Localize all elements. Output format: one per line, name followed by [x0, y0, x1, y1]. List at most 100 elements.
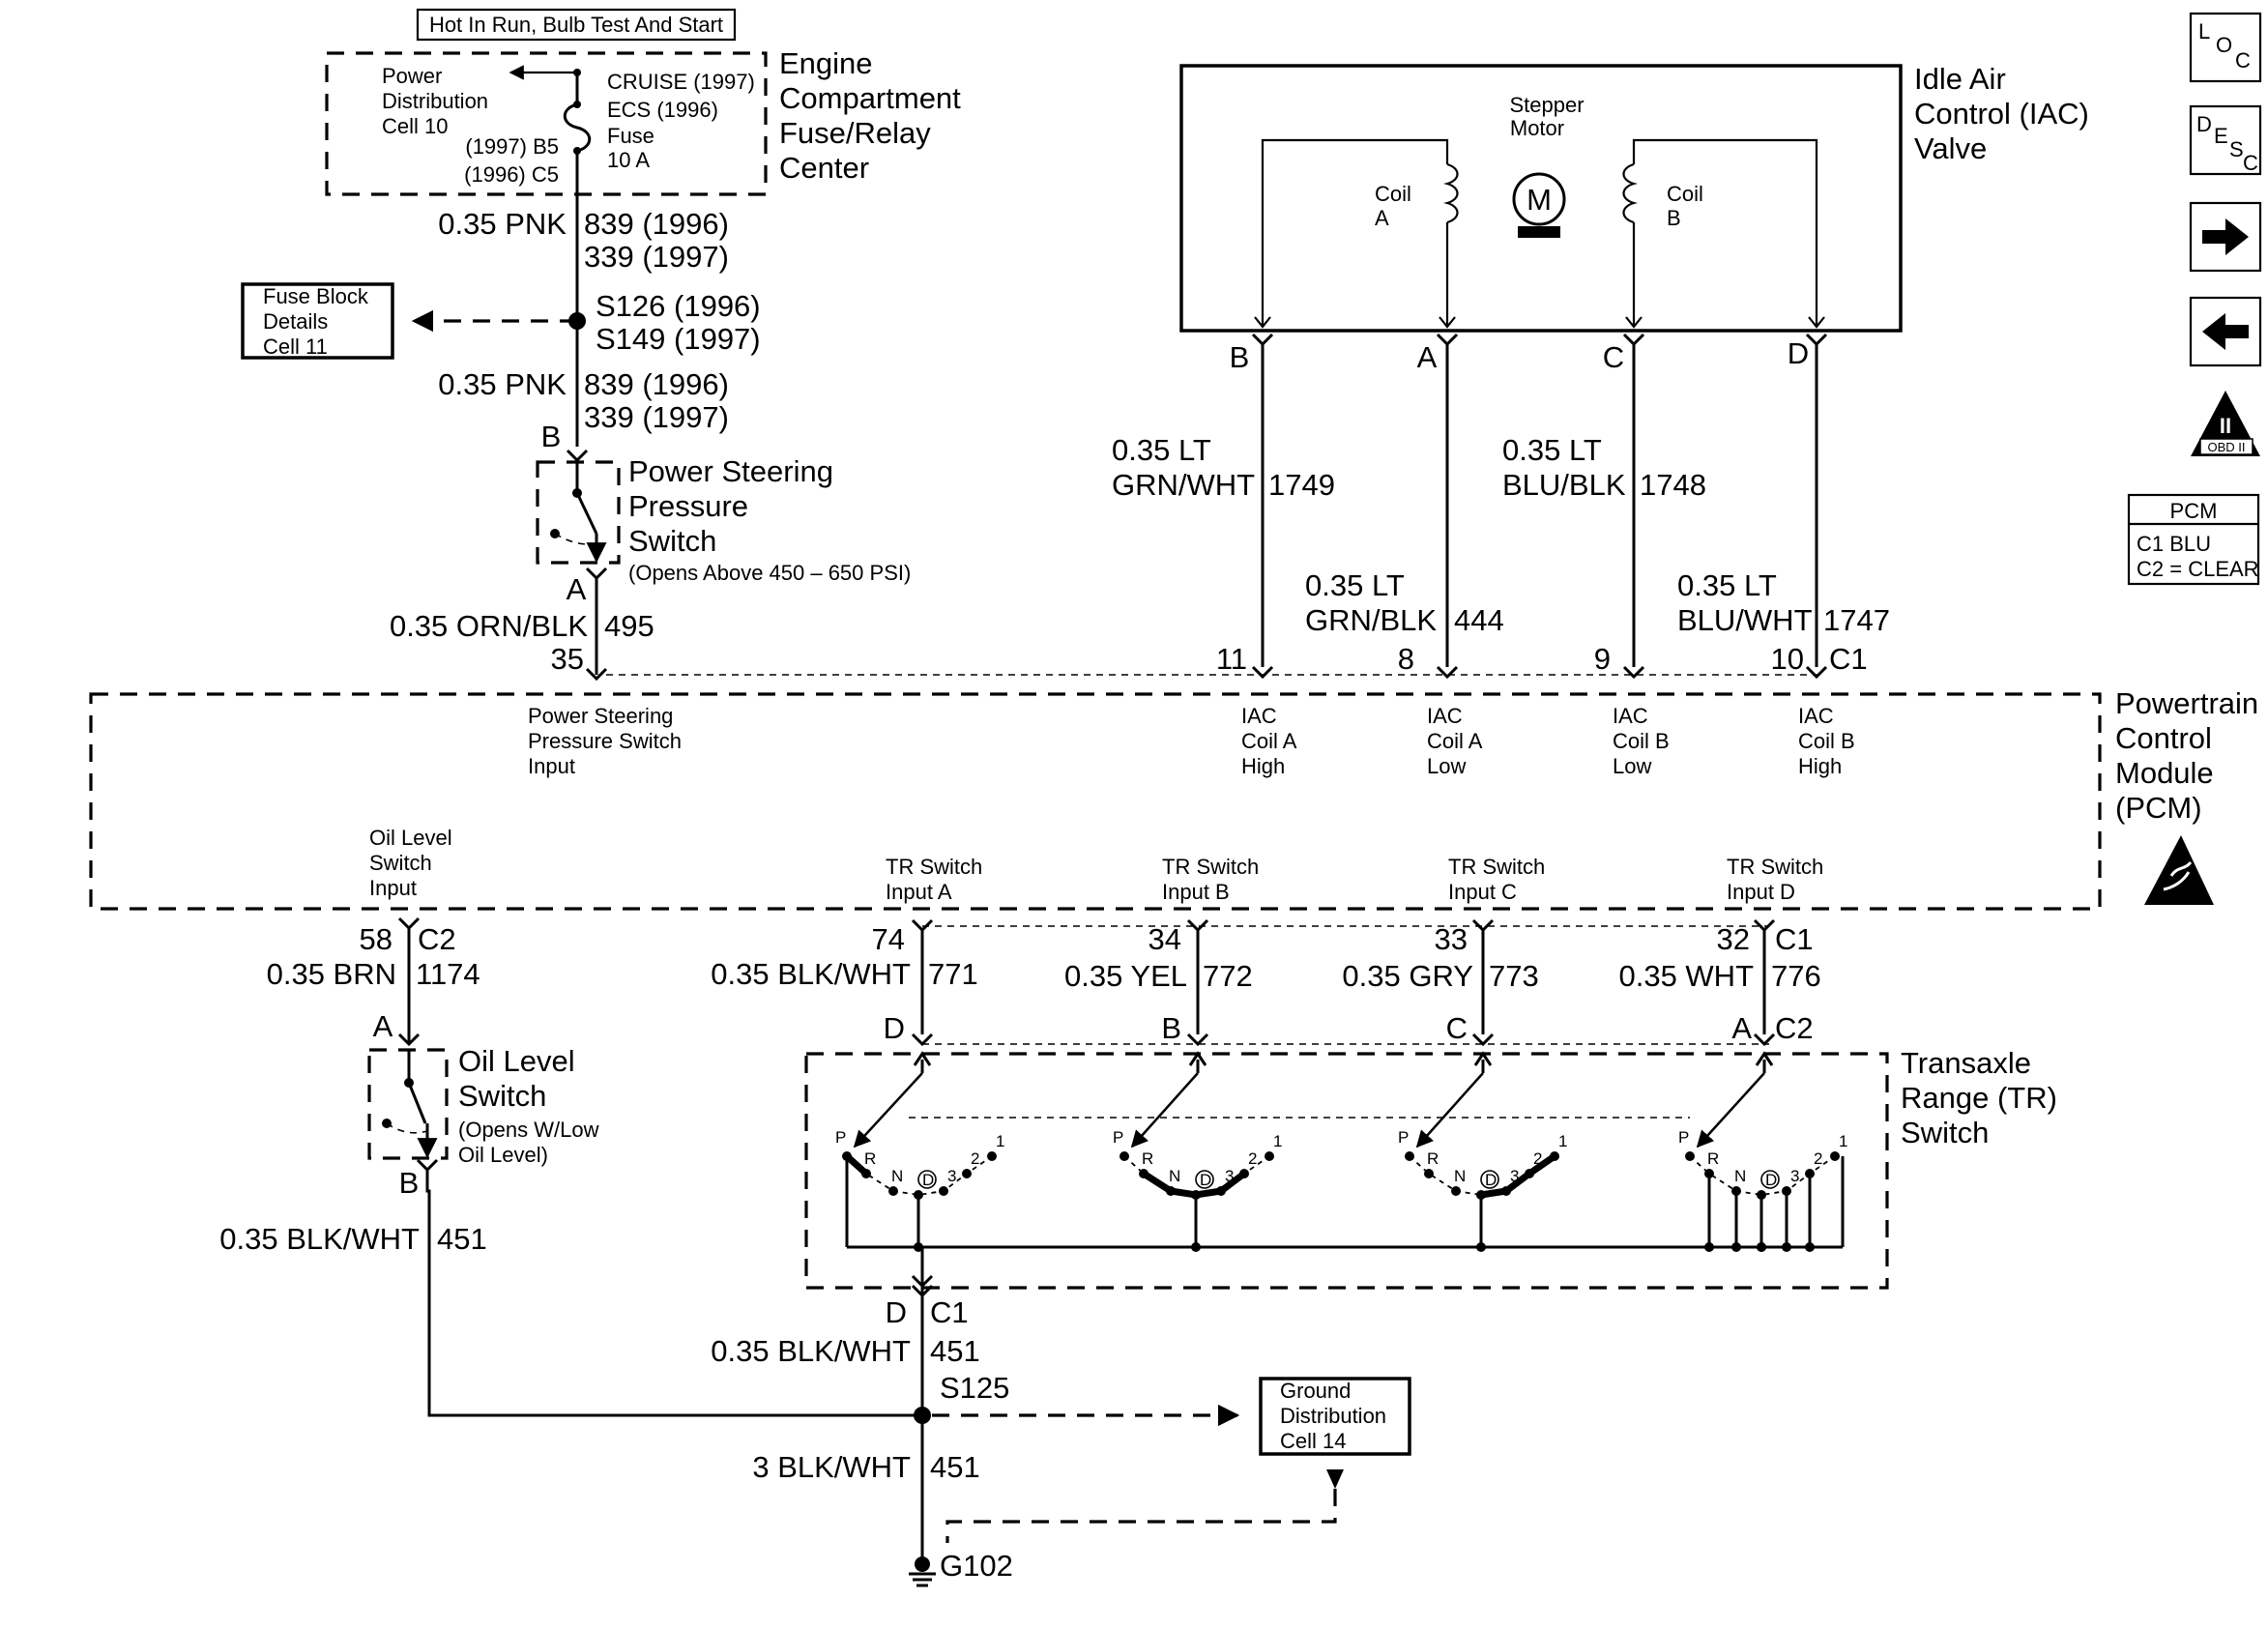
- wire-circuit: 839 (1996): [584, 367, 729, 401]
- fuse-block-label: Cell 11: [263, 334, 328, 359]
- tr-contact: [1119, 1151, 1129, 1161]
- tr-contact: [1685, 1151, 1695, 1161]
- tr-bridge: [1477, 1152, 1558, 1199]
- wire-gauge: 0.35 PNK: [438, 367, 567, 401]
- tr-wiper: [1130, 1072, 1199, 1148]
- esd-warning-icon: [2144, 835, 2214, 905]
- ps-switch-title: Pressure: [628, 489, 748, 523]
- tr-position-label: 3: [1510, 1167, 1519, 1185]
- wire-gauge: 0.35 GRY: [1342, 959, 1473, 993]
- tr-position-label: D: [922, 1171, 934, 1189]
- connector-c1: C1: [1829, 642, 1868, 676]
- tr-pin: B: [1161, 1011, 1181, 1045]
- pcm-title: Control: [2115, 721, 2212, 755]
- pcm-input-label: Switch: [369, 851, 432, 875]
- pcm-title: Module: [2115, 756, 2214, 790]
- wire-circuit: 1174: [416, 957, 480, 991]
- splice-label: S125: [940, 1371, 1009, 1405]
- pcm-input-label: Input: [528, 754, 575, 778]
- wire-gauge: BLU/WHT: [1677, 603, 1813, 637]
- pcm-input-label: Coil A: [1427, 729, 1483, 753]
- tr-position-label: P: [1113, 1128, 1123, 1147]
- iac-title: Idle Air: [1914, 62, 2006, 96]
- tr-position-label: 3: [1790, 1167, 1799, 1185]
- pcm-input-label: Power Steering: [528, 704, 673, 728]
- tr-position-label: 2: [1533, 1149, 1542, 1168]
- pcm-input-label: TR Switch: [1727, 855, 1823, 879]
- stepper-motor-label: Motor: [1510, 116, 1564, 140]
- fuse-center-title: Engine: [779, 46, 873, 80]
- tr-contact: [1830, 1151, 1840, 1161]
- tr-position-label: 2: [971, 1149, 979, 1168]
- pcm-input-label: Pressure Switch: [528, 729, 682, 753]
- tr-wiper-arrow: [1473, 1051, 1493, 1066]
- tr-tap-node: [1805, 1242, 1815, 1252]
- tr-contact: [1424, 1169, 1434, 1178]
- wire-circuit: 339 (1997): [584, 240, 729, 274]
- fuse-block-label: Details: [263, 309, 328, 334]
- legend-c2: C2 = CLEAR: [2137, 557, 2259, 581]
- ground-dist-label: Ground: [1280, 1379, 1351, 1403]
- tr-position-label: R: [864, 1149, 876, 1168]
- tr-contact: [1550, 1151, 1559, 1161]
- next-page-button[interactable]: [2189, 201, 2262, 273]
- wire-gauge: 0.35 LT: [1502, 433, 1602, 467]
- wire-circuit: 1749: [1268, 468, 1335, 502]
- tr-contact: [939, 1186, 948, 1196]
- coil-b: [1622, 162, 1638, 224]
- iac-pin: C: [1603, 340, 1624, 374]
- splice-s125: [914, 1407, 931, 1424]
- pcm-input-label: Oil Level: [369, 826, 452, 850]
- pcm-input-label: Input D: [1727, 880, 1795, 904]
- coil-b-label: B: [1667, 206, 1681, 230]
- obd-ii-button[interactable]: II OBD II: [2191, 391, 2260, 456]
- fuse-label: ECS (1996): [607, 98, 718, 122]
- tr-tap-node: [1191, 1242, 1201, 1252]
- splice-label: S126 (1996): [596, 289, 761, 323]
- tr-position-label: P: [1678, 1128, 1689, 1147]
- desc-button[interactable]: D E S C: [2189, 104, 2262, 176]
- loc-letter: O: [2216, 33, 2232, 57]
- oil-level-circuit: 58 C2 0.35 BRN 1174 A B Oil Level Switch…: [219, 916, 922, 1417]
- tr-position-label: N: [1734, 1167, 1746, 1185]
- tr-tap-node: [1782, 1242, 1791, 1252]
- pcm-input-label: Input B: [1162, 880, 1230, 904]
- ground-dist-box: [1259, 1377, 1411, 1456]
- arrow-left-icon: [2202, 313, 2249, 350]
- wire-gauge: 0.35 ORN/BLK: [390, 609, 588, 643]
- tr-position-label: 1: [1558, 1132, 1567, 1150]
- pcm-pin: 35: [551, 642, 584, 676]
- pcm-pin: 10: [1771, 642, 1804, 676]
- ps-pin-b: B: [541, 420, 562, 453]
- wire-gauge: 0.35 LT: [1677, 568, 1777, 602]
- obd-mark: II: [2220, 414, 2231, 438]
- iac-title: Valve: [1914, 131, 1987, 165]
- fuse-label: Fuse: [607, 124, 654, 148]
- tr-tap-node: [1757, 1242, 1766, 1252]
- prev-page-button[interactable]: [2189, 296, 2262, 367]
- pcm-input-label: Low: [1427, 754, 1466, 778]
- fuse-center-title: Fuse/Relay: [779, 116, 931, 150]
- ground-circuit: D C1 0.35 BLK/WHT 451 S125 Ground Distri…: [711, 1247, 1411, 1587]
- oil-pin-a: A: [373, 1009, 393, 1043]
- wire-circuit: 495: [604, 609, 654, 643]
- tr-contact: [1501, 1186, 1511, 1196]
- loc-button[interactable]: L O C: [2189, 12, 2262, 83]
- tr-contact: [962, 1169, 972, 1178]
- pcm-pin: 32: [1717, 922, 1750, 956]
- tr-drive-ring: [1195, 1170, 1214, 1189]
- tr-pin: C: [1446, 1011, 1468, 1045]
- coil-a: [1443, 162, 1459, 224]
- power-dist-label: Power: [382, 64, 442, 88]
- wire-451-oil: [425, 1170, 922, 1417]
- tr-contact: [1405, 1151, 1414, 1161]
- ps-pin-a: A: [567, 572, 587, 606]
- loc-letter: L: [2198, 19, 2210, 44]
- tr-switch-title: Transaxle: [1901, 1046, 2031, 1080]
- fuse-pin-label: (1997) B5: [465, 134, 559, 159]
- iac-valve: Idle Air Control (IAC) Valve Stepper Mot…: [1179, 62, 2089, 333]
- tr-contact: [888, 1186, 898, 1196]
- tr-contact: [987, 1151, 997, 1161]
- wire-gauge: 0.35 PNK: [438, 207, 567, 241]
